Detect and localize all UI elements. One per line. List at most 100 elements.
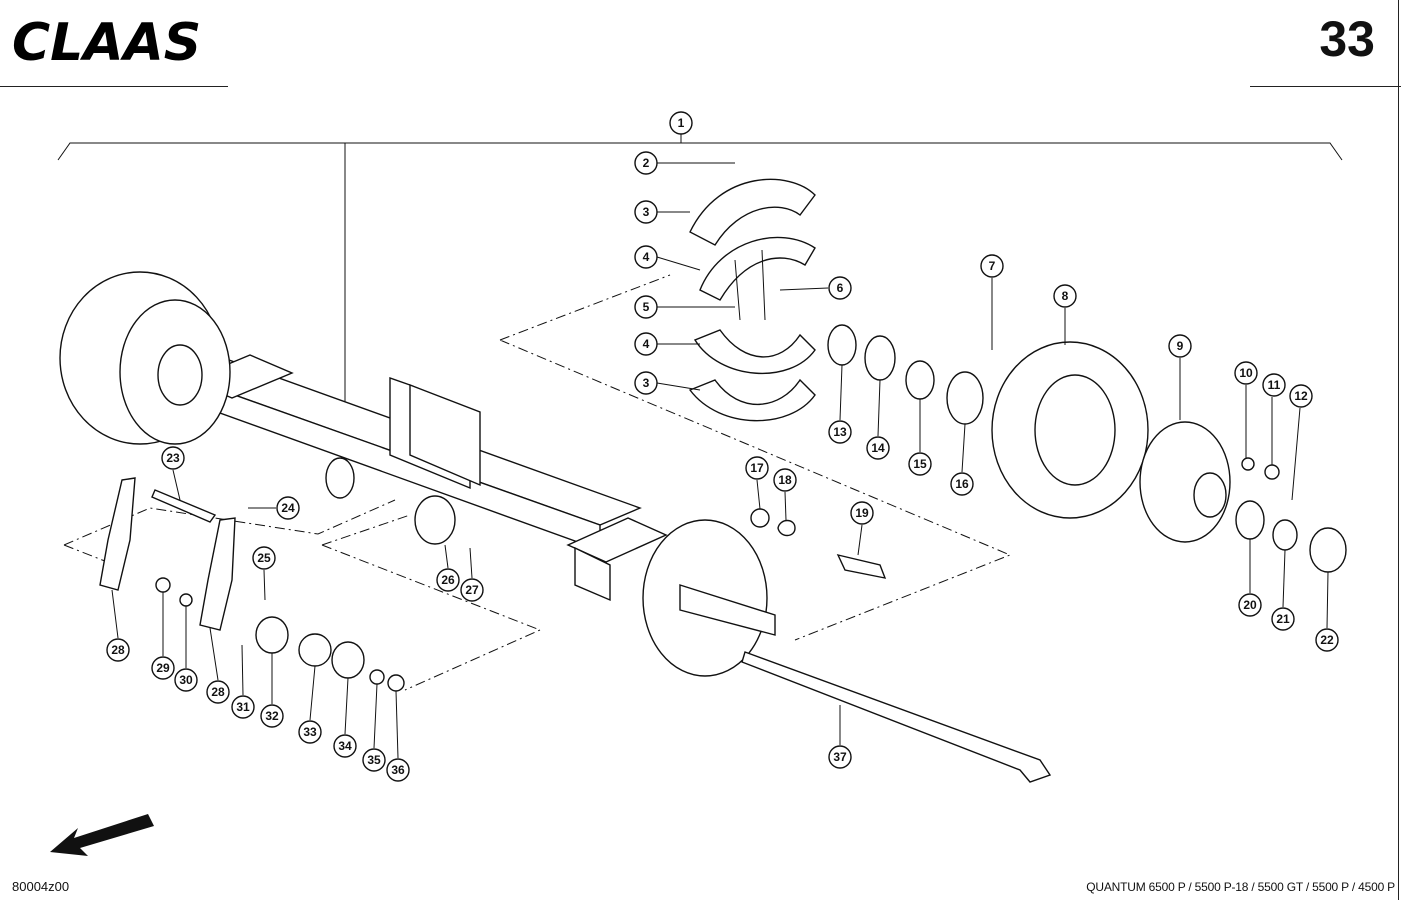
svg-text:3: 3 (643, 205, 650, 219)
svg-text:17: 17 (750, 461, 764, 475)
callout-3-lower: 3 (634, 371, 658, 395)
callout-16: 16 (950, 472, 974, 496)
callout-29: 29 (151, 656, 175, 680)
svg-text:25: 25 (257, 551, 271, 565)
bushing-34 (331, 641, 365, 679)
brake-shoe-upper (699, 236, 816, 301)
callout-4-upper: 4 (634, 245, 658, 269)
callout-18: 18 (773, 468, 797, 492)
claas-logo: CLAAS (12, 14, 201, 70)
svg-text:24: 24 (281, 501, 295, 515)
callout-28-right: 28 (206, 680, 230, 704)
svg-text:6: 6 (837, 281, 844, 295)
callout-28-left: 28 (106, 638, 130, 662)
callout-33: 33 (298, 720, 322, 744)
brake-group-outline (499, 274, 1012, 641)
header-rule-left (0, 86, 228, 87)
nut-21 (1272, 519, 1298, 551)
flange-26-27 (414, 495, 456, 545)
bushing-32 (255, 616, 289, 654)
bearing-20 (1235, 500, 1265, 540)
direction-arrow-icon (50, 814, 154, 856)
header-rule-right (1250, 86, 1401, 87)
washer-30 (179, 593, 193, 607)
callout-10: 10 (1234, 361, 1258, 385)
callout-9: 9 (1168, 334, 1192, 358)
cap-22 (1309, 527, 1347, 573)
ball-33 (298, 633, 332, 667)
svg-text:15: 15 (913, 457, 927, 471)
nut-11 (1264, 464, 1280, 480)
callout-35: 35 (362, 748, 386, 772)
callout-6: 6 (828, 276, 852, 300)
callout-32: 32 (260, 704, 284, 728)
svg-text:28: 28 (111, 643, 125, 657)
callout-22: 22 (1315, 628, 1339, 652)
svg-text:16: 16 (955, 477, 969, 491)
left-drum-hub (157, 344, 203, 406)
svg-text:14: 14 (871, 441, 885, 455)
callout-14: 14 (866, 436, 890, 460)
callout-19: 19 (850, 501, 874, 525)
ring-35 (369, 669, 385, 685)
svg-text:18: 18 (778, 473, 792, 487)
callout-11: 11 (1262, 373, 1286, 397)
callout-12: 12 (1289, 384, 1313, 408)
callout-25: 25 (252, 546, 276, 570)
callout-13: 13 (828, 420, 852, 444)
svg-text:20: 20 (1243, 598, 1257, 612)
bearing-16 (946, 371, 984, 425)
svg-text:27: 27 (465, 583, 479, 597)
svg-text:3: 3 (643, 376, 650, 390)
callout-34: 34 (333, 734, 357, 758)
svg-text:22: 22 (1320, 633, 1334, 647)
hub-9-boss (1193, 472, 1227, 518)
svg-text:36: 36 (391, 763, 405, 777)
svg-text:9: 9 (1177, 339, 1184, 353)
clip-18 (777, 519, 796, 537)
callout-8: 8 (1053, 284, 1077, 308)
spindle (679, 584, 776, 636)
svg-text:37: 37 (833, 750, 847, 764)
svg-text:21: 21 (1276, 612, 1290, 626)
svg-text:7: 7 (989, 259, 996, 273)
mount-plate-right-leg (574, 546, 611, 602)
svg-text:4: 4 (643, 337, 650, 351)
seal-13 (827, 324, 857, 366)
page-number: 33 (1319, 11, 1375, 67)
callout-17: 17 (745, 456, 769, 480)
callout-7: 7 (980, 254, 1004, 278)
callout-5: 5 (634, 295, 658, 319)
svg-text:26: 26 (441, 573, 455, 587)
callout-2: 2 (634, 151, 658, 175)
svg-text:23: 23 (166, 451, 180, 465)
clevis-23 (151, 489, 217, 523)
callout-30: 30 (174, 668, 198, 692)
svg-text:29: 29 (156, 661, 170, 675)
svg-text:35: 35 (367, 753, 381, 767)
callout-leaders (111, 162, 1329, 759)
nut-17 (750, 508, 770, 528)
collar-left (325, 457, 355, 499)
camshaft-group-outline (321, 514, 542, 691)
callout-4-lower: 4 (634, 332, 658, 356)
callout-1: 1 (669, 111, 693, 135)
svg-text:13: 13 (833, 425, 847, 439)
svg-text:33: 33 (303, 725, 317, 739)
callout-37: 37 (828, 745, 852, 769)
svg-text:4: 4 (643, 250, 650, 264)
spring-2 (761, 249, 766, 321)
spring-1 (734, 259, 741, 321)
assembly-bracket (57, 142, 1343, 161)
model-line: QUANTUM 6500 P / 5500 P-18 / 5500 GT / 5… (1086, 880, 1395, 894)
center-bracket-face (409, 383, 481, 487)
svg-text:19: 19 (855, 506, 869, 520)
callout-21: 21 (1271, 607, 1295, 631)
svg-text:8: 8 (1062, 289, 1069, 303)
svg-text:10: 10 (1239, 366, 1253, 380)
callout-24: 24 (276, 496, 300, 520)
figure-code: 80004z00 (12, 879, 70, 894)
callout-20: 20 (1238, 593, 1262, 617)
brake-lining-upper (689, 178, 816, 246)
